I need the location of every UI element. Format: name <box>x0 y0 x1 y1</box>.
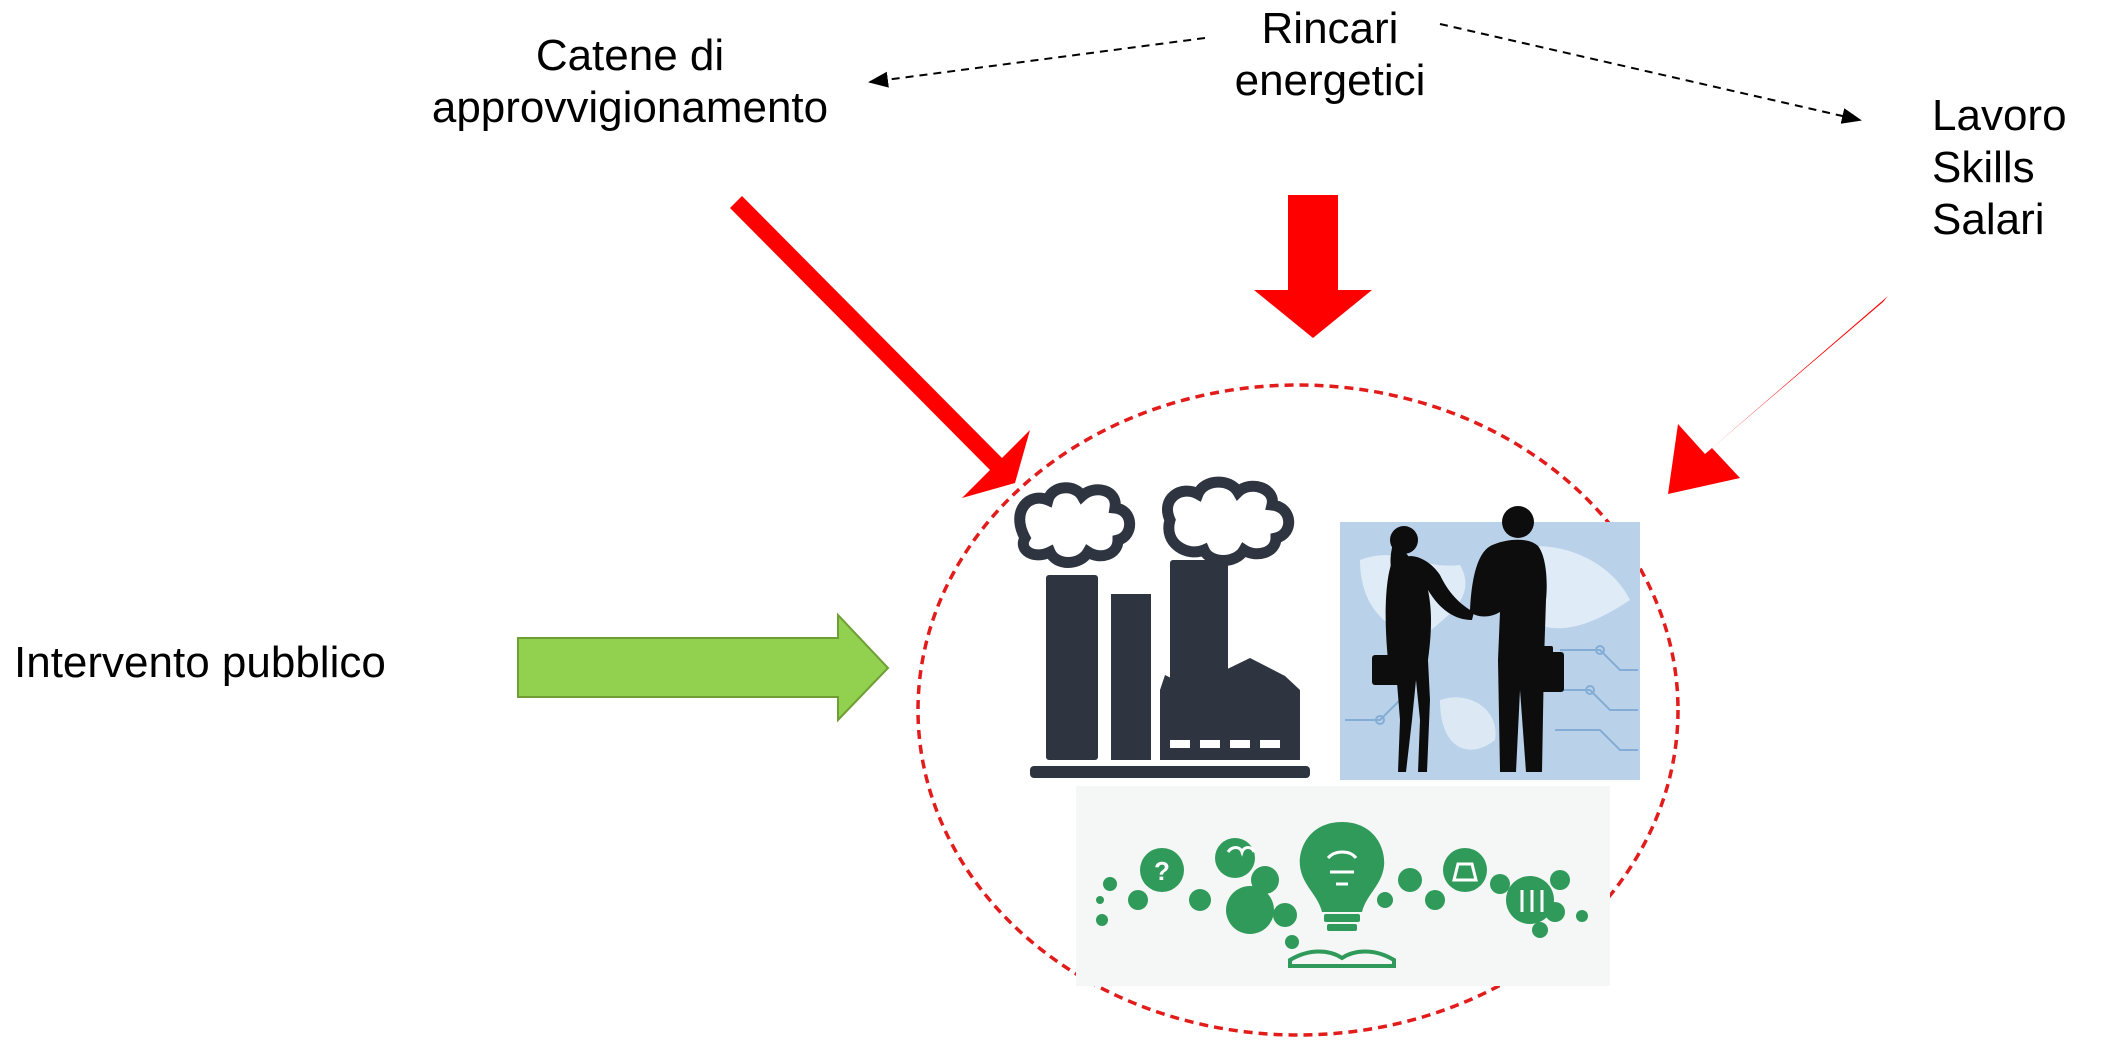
label-energy-line1: Rincari <box>1261 4 1399 53</box>
business-handshake-icon <box>1340 506 1640 780</box>
label-energy: Rincari energetici <box>1180 3 1480 107</box>
factory-icon <box>1014 476 1310 778</box>
label-labour-line2: Skills <box>1932 143 2035 192</box>
dashed-arrow-to-supply-chain <box>868 37 1206 88</box>
red-arrow-labour <box>1668 296 1888 494</box>
green-arrow-public-intervention <box>517 612 890 723</box>
innovation-gears-icon: ? <box>1076 786 1610 986</box>
red-arrow-supply-chain <box>730 196 1030 498</box>
label-labour: Lavoro Skills Salari <box>1932 90 2102 246</box>
dashed-ellipse-enterprise <box>916 383 1680 1037</box>
svg-text:?: ? <box>1154 856 1170 886</box>
label-labour-line3: Salari <box>1932 195 2045 244</box>
label-labour-line1: Lavoro <box>1932 91 2067 140</box>
label-supply-chain: Catene di approvvigionamento <box>390 30 870 134</box>
red-arrow-energy <box>1254 195 1372 338</box>
label-supply-chain-line1: Catene di <box>535 31 725 80</box>
label-public-intervention: Intervento pubblico <box>14 638 386 687</box>
label-supply-chain-line2: approvvigionamento <box>431 83 829 132</box>
dashed-arrow-to-labour <box>1439 23 1862 124</box>
label-energy-line2: energetici <box>1234 56 1426 105</box>
